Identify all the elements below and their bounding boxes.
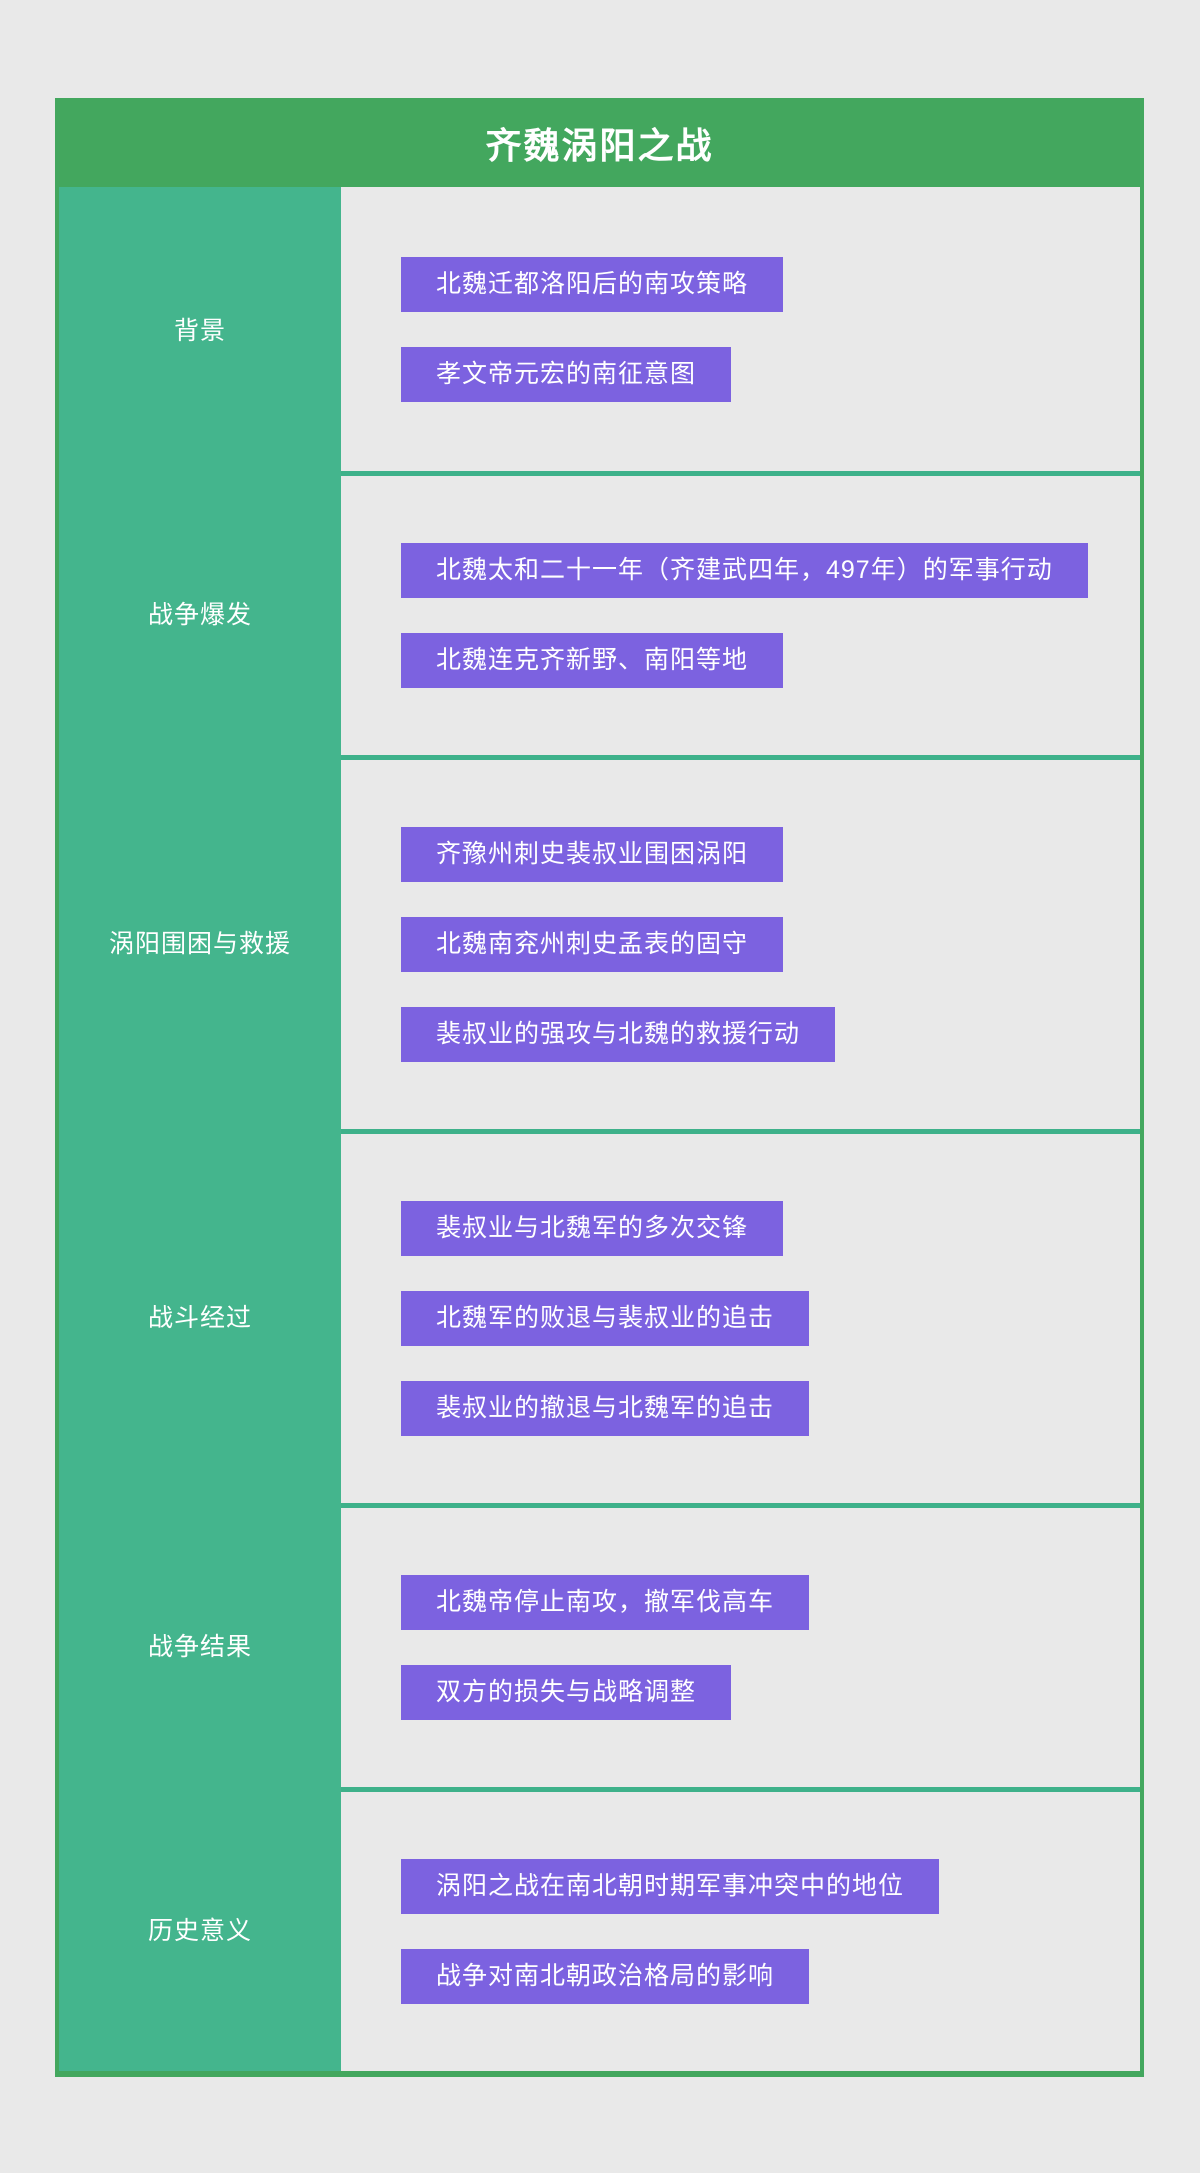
section-label-cell: 涡阳围困与救援 [59,755,341,1129]
page-title: 齐魏涡阳之战 [485,124,714,166]
topic-node: 裴叔业的撤退与北魏军的追击 [401,1381,810,1436]
mindmap-table: 齐魏涡阳之战 背景 北魏迁都洛阳后的南攻策略孝文帝元宏的南征意图 战争爆发 北魏… [55,98,1144,2077]
section-label: 战争结果 [147,1633,252,1661]
section-label-cell: 战争结果 [59,1503,341,1787]
section-rows: 背景 北魏迁都洛阳后的南攻策略孝文帝元宏的南征意图 战争爆发 北魏太和二十一年（… [59,187,1140,2071]
section-content-cell: 北魏帝停止南攻，撤军伐高车双方的损失与战略调整 [341,1503,1140,1787]
topic-node: 孝文帝元宏的南征意图 [401,346,732,402]
topic-node: 北魏军的败退与裴叔业的追击 [401,1291,810,1346]
topic-node: 北魏太和二十一年（齐建武四年，497年）的军事行动 [401,543,1088,598]
section-label: 历史意义 [147,1917,252,1945]
section-content-cell: 涡阳之战在南北朝时期军事冲突中的地位战争对南北朝政治格局的影响 [341,1787,1140,2071]
topic-node: 双方的损失与战略调整 [401,1665,732,1720]
section-label-cell: 背景 [59,187,341,471]
section-label-cell: 历史意义 [59,1787,341,2071]
topic-node: 裴叔业与北魏军的多次交锋 [401,1201,784,1256]
section-label: 背景 [173,317,226,345]
section-content-cell: 齐豫州刺史裴叔业围困涡阳北魏南兖州刺史孟表的固守裴叔业的强攻与北魏的救援行动 [341,755,1140,1129]
section-row: 战争结果 北魏帝停止南攻，撤军伐高车双方的损失与战略调整 [59,1503,1140,1787]
topic-node: 北魏南兖州刺史孟表的固守 [401,917,784,972]
section-label-cell: 战斗经过 [59,1129,341,1503]
section-row: 背景 北魏迁都洛阳后的南攻策略孝文帝元宏的南征意图 [59,187,1140,471]
topic-node: 北魏迁都洛阳后的南攻策略 [401,256,784,312]
topic-node: 北魏连克齐新野、南阳等地 [401,633,784,688]
section-label: 战斗经过 [147,1304,252,1332]
topic-node: 涡阳之战在南北朝时期军事冲突中的地位 [401,1859,940,1914]
section-row: 涡阳围困与救援 齐豫州刺史裴叔业围困涡阳北魏南兖州刺史孟表的固守裴叔业的强攻与北… [59,755,1140,1129]
section-content-cell: 裴叔业与北魏军的多次交锋北魏军的败退与裴叔业的追击裴叔业的撤退与北魏军的追击 [341,1129,1140,1503]
section-label: 涡阳围困与救援 [108,930,291,958]
section-row: 历史意义 涡阳之战在南北朝时期军事冲突中的地位战争对南北朝政治格局的影响 [59,1787,1140,2071]
title-bar: 齐魏涡阳之战 [55,98,1144,187]
section-content-cell: 北魏太和二十一年（齐建武四年，497年）的军事行动北魏连克齐新野、南阳等地 [341,471,1140,755]
section-label-cell: 战争爆发 [59,471,341,755]
topic-node: 裴叔业的强攻与北魏的救援行动 [401,1007,836,1062]
section-row: 战斗经过 裴叔业与北魏军的多次交锋北魏军的败退与裴叔业的追击裴叔业的撤退与北魏军… [59,1129,1140,1503]
topic-node: 齐豫州刺史裴叔业围困涡阳 [401,827,784,882]
section-row: 战争爆发 北魏太和二十一年（齐建武四年，497年）的军事行动北魏连克齐新野、南阳… [59,471,1140,755]
section-label: 战争爆发 [147,601,252,629]
section-content-cell: 北魏迁都洛阳后的南攻策略孝文帝元宏的南征意图 [341,187,1140,471]
topic-node: 北魏帝停止南攻，撤军伐高车 [401,1575,810,1630]
topic-node: 战争对南北朝政治格局的影响 [401,1949,810,2004]
